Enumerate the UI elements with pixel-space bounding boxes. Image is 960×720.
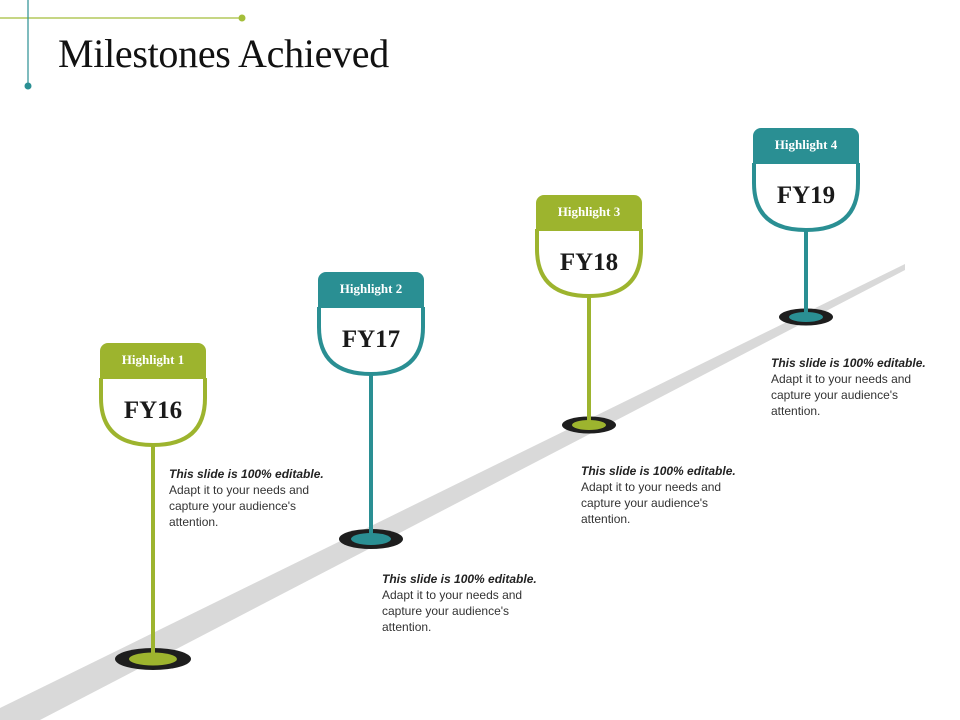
milestone-year: FY16	[123, 397, 183, 424]
pin-base-inner	[572, 420, 606, 430]
milestone-4-graphic	[752, 163, 860, 326]
milestone-3-description: This slide is 100% editable. Adapt it to…	[581, 463, 756, 527]
milestone-2-graphic	[317, 307, 425, 549]
highlight-label: Highlight 4	[753, 128, 859, 164]
page-title: Milestones Achieved	[58, 31, 389, 76]
description-body: Adapt it to your needs and capture your …	[382, 588, 523, 634]
pin-shield	[99, 378, 207, 448]
corner-dot-green	[238, 14, 246, 22]
description-lead: This slide is 100% editable.	[169, 467, 324, 481]
pin-shield	[535, 229, 643, 299]
description-body: Adapt it to your needs and capture your …	[169, 483, 310, 529]
milestone-4-description: This slide is 100% editable. Adapt it to…	[771, 355, 949, 419]
pin-base-inner	[351, 533, 391, 545]
road	[0, 264, 905, 720]
description-body: Adapt it to your needs and capture your …	[581, 480, 722, 526]
milestone-year: FY19	[776, 182, 836, 209]
description-lead: This slide is 100% editable.	[581, 464, 736, 478]
pin-base-inner	[789, 312, 823, 322]
milestone-4: Highlight 4 FY19	[753, 128, 859, 246]
highlight-label: Highlight 1	[100, 343, 206, 379]
milestone-3-graphic	[535, 229, 643, 434]
milestone-year: FY18	[559, 249, 619, 276]
milestone-3: Highlight 3 FY18	[536, 195, 642, 313]
milestone-1-graphic	[99, 378, 207, 670]
description-lead: This slide is 100% editable.	[771, 356, 926, 370]
milestone-1: Highlight 1 FY16	[100, 343, 206, 461]
highlight-label: Highlight 2	[318, 272, 424, 308]
milestone-2: Highlight 2 FY17	[318, 272, 424, 390]
corner-dot-teal	[24, 82, 32, 90]
description-body: Adapt it to your needs and capture your …	[771, 372, 912, 418]
description-lead: This slide is 100% editable.	[382, 572, 537, 586]
pin-shield	[752, 163, 860, 233]
milestone-1-description: This slide is 100% editable. Adapt it to…	[169, 466, 344, 530]
highlight-label: Highlight 3	[536, 195, 642, 231]
milestone-year: FY17	[341, 326, 401, 353]
milestone-2-description: This slide is 100% editable. Adapt it to…	[382, 571, 557, 635]
pin-base-inner	[129, 652, 177, 666]
pin-shield	[317, 307, 425, 377]
